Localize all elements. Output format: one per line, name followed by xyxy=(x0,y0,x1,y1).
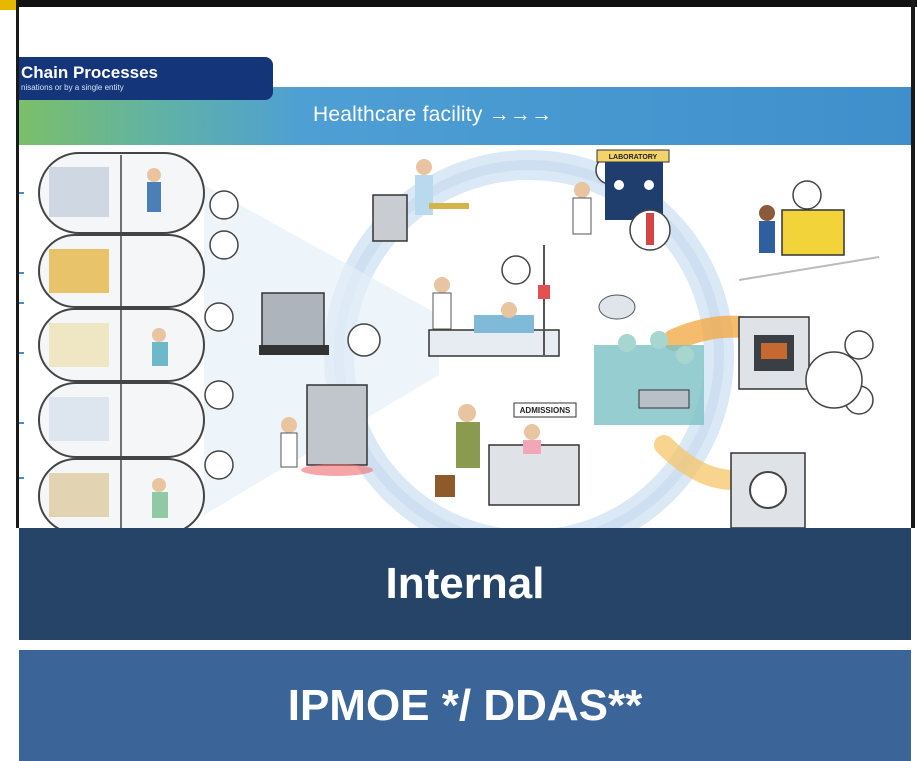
meal-delivery xyxy=(372,159,469,242)
transport-cart xyxy=(259,292,373,476)
panel-subtitle: nisations or by a single entity xyxy=(21,83,124,92)
supply-chain-illustration: ADMISSIONS LABORATORY xyxy=(38,149,880,528)
ipmoe-ddas-banner: IPMOE */ DDAS** xyxy=(19,650,911,761)
edge-tick xyxy=(19,272,24,274)
storage-pods xyxy=(38,152,205,528)
admissions-sign: ADMISSIONS xyxy=(520,406,571,415)
laboratory-sign: LABORATORY xyxy=(609,154,658,161)
illustration-panel: Healthcare facility →→→ Chain Processes … xyxy=(19,7,911,528)
admissions-desk: ADMISSIONS xyxy=(435,402,580,506)
patient-bed xyxy=(428,245,560,357)
internal-banner: Internal xyxy=(19,528,911,640)
facility-band-label: Healthcare facility →→→ xyxy=(313,103,553,126)
panel-title: Chain Processes xyxy=(21,63,159,82)
operating-theatre xyxy=(594,294,704,425)
edge-tick xyxy=(19,302,24,304)
sterilizer xyxy=(738,316,863,409)
washer xyxy=(730,452,806,528)
right-rule xyxy=(911,0,915,528)
waste-bin xyxy=(738,205,880,281)
title-tab xyxy=(19,57,273,100)
edge-tick xyxy=(19,352,24,354)
corner-mark xyxy=(0,0,18,10)
edge-tick xyxy=(19,422,24,424)
warm-arc xyxy=(654,435,744,490)
top-rule xyxy=(0,0,917,7)
edge-tick xyxy=(19,192,24,194)
banner-gap xyxy=(19,640,911,650)
edge-tick xyxy=(19,477,24,479)
left-rule xyxy=(16,0,19,528)
laboratory: LABORATORY xyxy=(572,149,671,251)
